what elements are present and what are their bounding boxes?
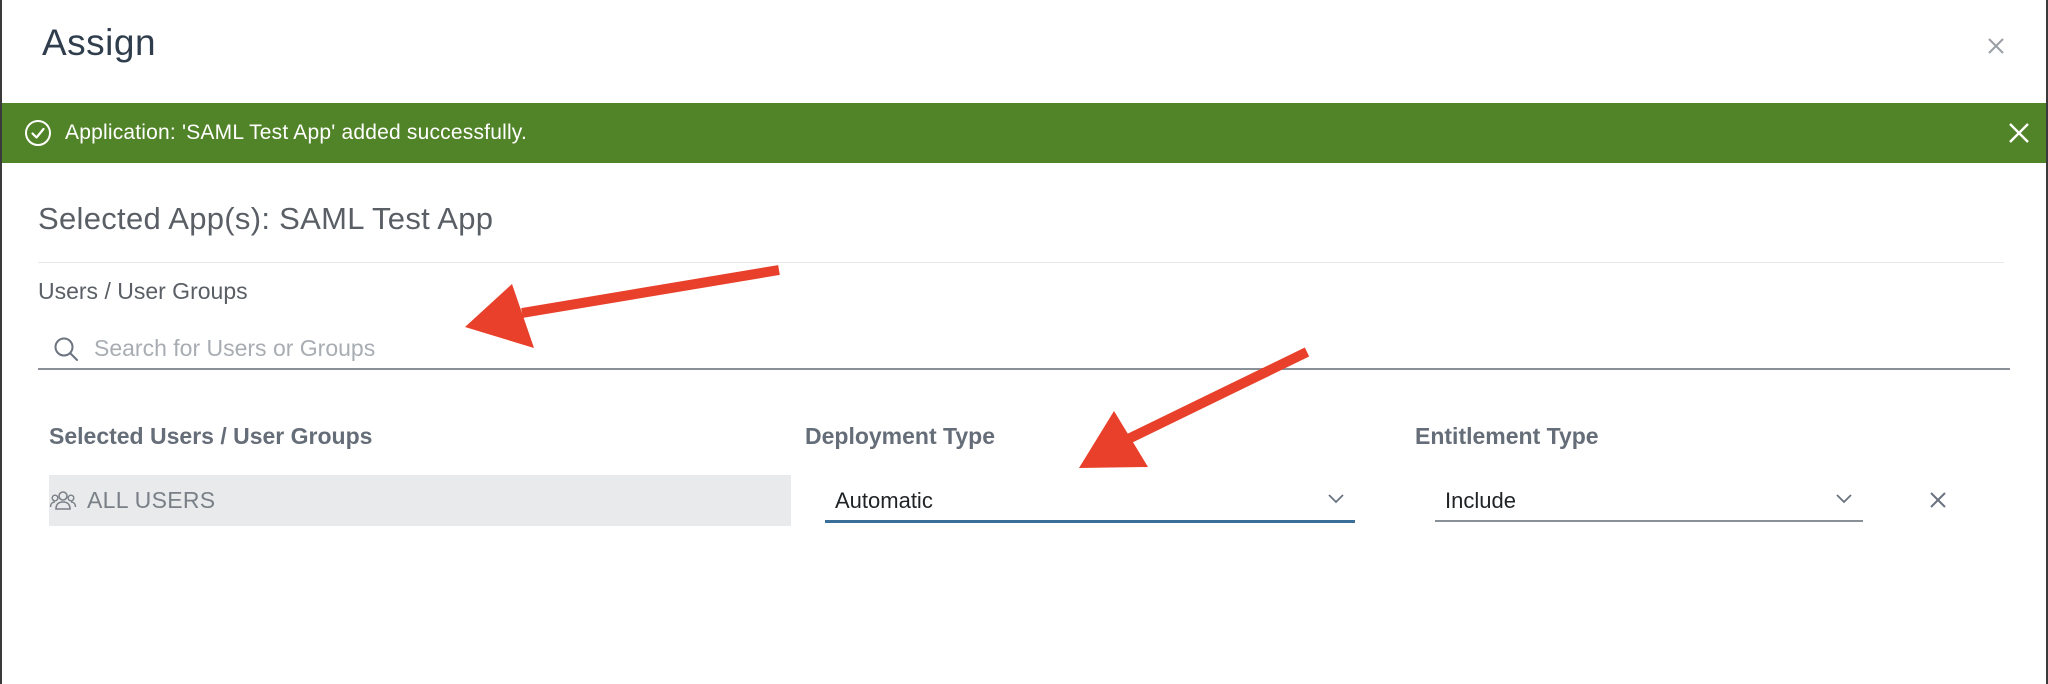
close-icon[interactable]: [1984, 34, 2008, 58]
chevron-down-icon: [1836, 494, 1852, 504]
selected-user-group-row: ALL USERS: [49, 475, 791, 526]
remove-row-icon[interactable]: [1928, 490, 1948, 510]
users-groups-label: Users / User Groups: [38, 278, 248, 304]
dialog-title: Assign: [42, 22, 157, 63]
close-icon[interactable]: [2006, 120, 2032, 146]
deployment-type-select[interactable]: Automatic: [825, 480, 1355, 523]
search-icon: [54, 337, 78, 361]
entitlement-type-select[interactable]: Include: [1435, 480, 1863, 522]
column-header-selected: Selected Users / User Groups: [49, 423, 373, 449]
banner-message: Application: 'SAML Test App' added succe…: [65, 121, 527, 144]
column-header-entitlement: Entitlement Type: [1415, 423, 1599, 449]
success-banner: Application: 'SAML Test App' added succe…: [2, 103, 2046, 163]
user-group-name: ALL USERS: [87, 487, 216, 513]
deployment-type-value: Automatic: [835, 488, 933, 513]
selected-apps-heading: Selected App(s): SAML Test App: [38, 201, 494, 236]
user-group-icon: [49, 491, 77, 510]
entitlement-type-value: Include: [1445, 488, 1516, 513]
column-header-deployment: Deployment Type: [805, 423, 995, 449]
search-field: [38, 326, 2010, 370]
search-input[interactable]: [92, 330, 1976, 366]
divider: [38, 262, 2004, 263]
check-circle-icon: [25, 120, 51, 146]
chevron-down-icon: [1328, 494, 1344, 504]
